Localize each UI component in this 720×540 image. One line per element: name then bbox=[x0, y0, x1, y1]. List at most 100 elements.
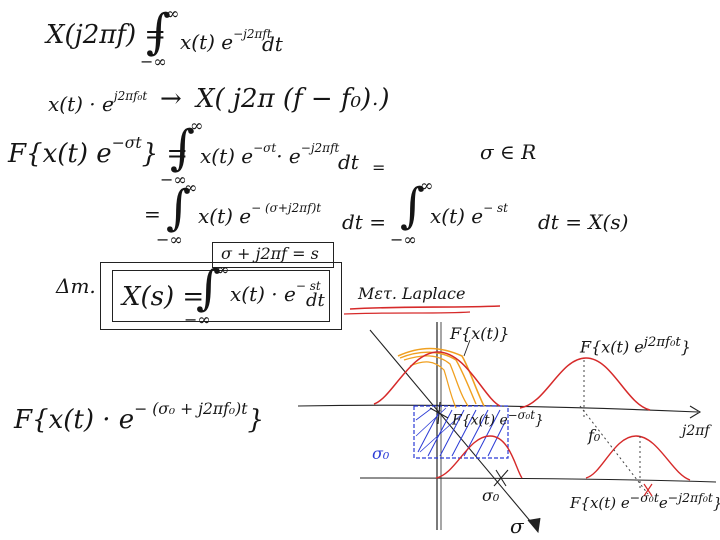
laplace-integrand: x(t) · e− st bbox=[230, 280, 321, 304]
f0-cross bbox=[643, 483, 653, 497]
fourier-integrand: x(t) e−j2πft bbox=[180, 28, 272, 52]
blue-hatching-2 bbox=[415, 407, 463, 453]
red-curve-shifted bbox=[519, 357, 651, 411]
line3-limit-bottom: −∞ bbox=[156, 230, 183, 249]
bottom-formula: F{x(t) · e− (σ₀ + j2πf₀)t} bbox=[14, 400, 265, 436]
bottom-formula-close: } bbox=[247, 405, 265, 436]
definition-label: Δm. bbox=[56, 274, 96, 298]
label-f0: f₀ bbox=[588, 426, 601, 445]
label-fx-bottom-close: } bbox=[713, 494, 720, 512]
damp-equals: = bbox=[372, 158, 386, 177]
laplace-name: Μετ. Laplace bbox=[358, 284, 466, 303]
damp-integrand: x(t) e−σt· e−j2πft bbox=[200, 142, 339, 166]
bottom-formula-base: F{x(t) · e bbox=[14, 405, 135, 436]
fourier-integral-sign: ∫ bbox=[146, 4, 172, 60]
line3-integral-sign: ∫ bbox=[166, 180, 192, 236]
label-fx-damp-close: } bbox=[534, 412, 544, 429]
line3-integrand2-base: x(t) e bbox=[430, 203, 484, 228]
orange-curve-1 bbox=[397, 347, 485, 407]
red-curve-lower-shifted bbox=[585, 435, 691, 481]
label-fx-bottom-base: F{x(t) e bbox=[570, 494, 630, 512]
label-sigma0-blue: σ₀ bbox=[372, 444, 390, 463]
laplace-dt: dt bbox=[306, 290, 325, 311]
red-curve-lower-center bbox=[435, 435, 523, 479]
label-fx-shift-close: } bbox=[680, 337, 691, 357]
laplace-exponent: − st bbox=[295, 279, 321, 293]
line3-limit-top: ∞ bbox=[184, 178, 198, 197]
laplace-underline-red-2 bbox=[343, 311, 471, 315]
line3-dt2: dt = X(s) bbox=[538, 210, 629, 234]
line3-dt: dt = bbox=[342, 210, 386, 234]
damp-limit-top: ∞ bbox=[190, 116, 204, 135]
label-fx-shift: F{x(t) ej2πf₀t} bbox=[580, 336, 691, 355]
bottom-formula-exponent: − (σ₀ + j2πf₀)t bbox=[134, 400, 248, 418]
label-fx-damp: F{x(t) e−σ₀t} bbox=[452, 408, 544, 429]
label-fx-damp-exponent: −σ₀t bbox=[507, 408, 535, 422]
label-sigma0: σ₀ bbox=[482, 486, 500, 505]
s-definition-box: σ + j2πf = s bbox=[212, 242, 334, 268]
shift-exponent: j2πf₀t bbox=[113, 89, 148, 103]
line3-integrand2: x(t) e− st bbox=[430, 202, 508, 226]
s-definition: σ + j2πf = s bbox=[221, 244, 319, 263]
label-j2pif: j2πf bbox=[682, 423, 710, 439]
label-fx-shift-exponent: j2πf₀t bbox=[643, 335, 681, 350]
fourier-integrand-base: x(t) e bbox=[180, 29, 234, 54]
red-curve-center bbox=[373, 351, 501, 407]
damp-dt: dt bbox=[338, 150, 359, 174]
label-fx-damp-base: F{x(t) e bbox=[452, 412, 508, 429]
fourier-limit-bottom: −∞ bbox=[140, 52, 167, 71]
orange-curve-2 bbox=[399, 351, 477, 405]
damp-lhs: F{x(t) e−σt} = bbox=[8, 134, 189, 170]
line3-integrand: x(t) e− (σ+j2πf)t bbox=[198, 202, 321, 226]
shift-arrow: → bbox=[160, 84, 182, 114]
laplace-integrand-base: x(t) · e bbox=[230, 281, 296, 306]
label-fx-shift-base: F{x(t) e bbox=[580, 337, 644, 357]
line3-integrand-base: x(t) e bbox=[198, 203, 252, 228]
label-fx-bottom-exponent2: −j2πf₀t bbox=[667, 490, 713, 505]
damp-integral-sign: ∫ bbox=[170, 120, 196, 176]
lower-frequency-axis bbox=[359, 477, 717, 483]
damp-integrand-kernel: · e bbox=[276, 143, 301, 168]
label-fx-bottom-exponent: −σ₀t bbox=[629, 490, 659, 505]
damp-limit-bottom: −∞ bbox=[160, 170, 187, 189]
dotted-diagonal-line bbox=[579, 405, 649, 495]
laplace-underline-red bbox=[349, 305, 501, 310]
sigma-real: σ ∈ R bbox=[480, 140, 537, 164]
line3-exponent: − (σ+j2πf)t bbox=[251, 201, 322, 215]
damp-integrand-base: x(t) e bbox=[200, 143, 254, 168]
line3-limit2-bottom: −∞ bbox=[390, 230, 417, 249]
line3-exponent2: − st bbox=[483, 201, 508, 215]
laplace-box bbox=[100, 262, 342, 330]
shift-dot: . bbox=[372, 86, 379, 110]
blue-hatching bbox=[417, 409, 507, 457]
damp-kernel-exponent: −j2πft bbox=[300, 141, 340, 155]
line3-integral2-sign: ∫ bbox=[400, 178, 426, 234]
orange-curve-3 bbox=[403, 355, 469, 407]
damp-integrand-exponent: −σt bbox=[253, 141, 277, 155]
laplace-lhs: X(s) = bbox=[122, 282, 205, 312]
shift-lhs: x(t) · ej2πf₀t bbox=[48, 90, 147, 114]
damp-lhs-exponent: −σt bbox=[111, 134, 142, 152]
laplace-inner-box bbox=[112, 270, 330, 322]
fourier-limit-top: ∞ bbox=[166, 4, 180, 23]
shift-lhs-base: x(t) · e bbox=[48, 91, 114, 116]
sigma-axis bbox=[369, 329, 537, 529]
label-fx-bottom: F{x(t) e−σ₀te−j2πf₀t} bbox=[570, 490, 720, 512]
line3-limit2-top: ∞ bbox=[420, 176, 434, 195]
shift-rhs: X( j2π (f − f₀) ) bbox=[196, 84, 390, 114]
sigma0-tick-upper bbox=[429, 401, 449, 425]
orange-curve-4 bbox=[409, 361, 457, 409]
laplace-limit-top: ∞ bbox=[216, 260, 230, 279]
sigma0-tick-lower bbox=[493, 469, 509, 487]
upper-axis-arrowhead bbox=[689, 405, 702, 419]
damp-lhs-close: } = bbox=[141, 139, 189, 170]
fx-label-pointer bbox=[463, 339, 471, 357]
laplace-limit-bottom: −∞ bbox=[184, 310, 211, 329]
fourier-exponent: −j2πft bbox=[233, 27, 272, 41]
label-fx: F{x(t)} bbox=[450, 324, 510, 343]
label-fx-bottom-mid: e bbox=[658, 494, 668, 512]
line3-equals: = bbox=[144, 202, 161, 226]
fourier-lhs: X(j2πf) = bbox=[46, 20, 167, 50]
